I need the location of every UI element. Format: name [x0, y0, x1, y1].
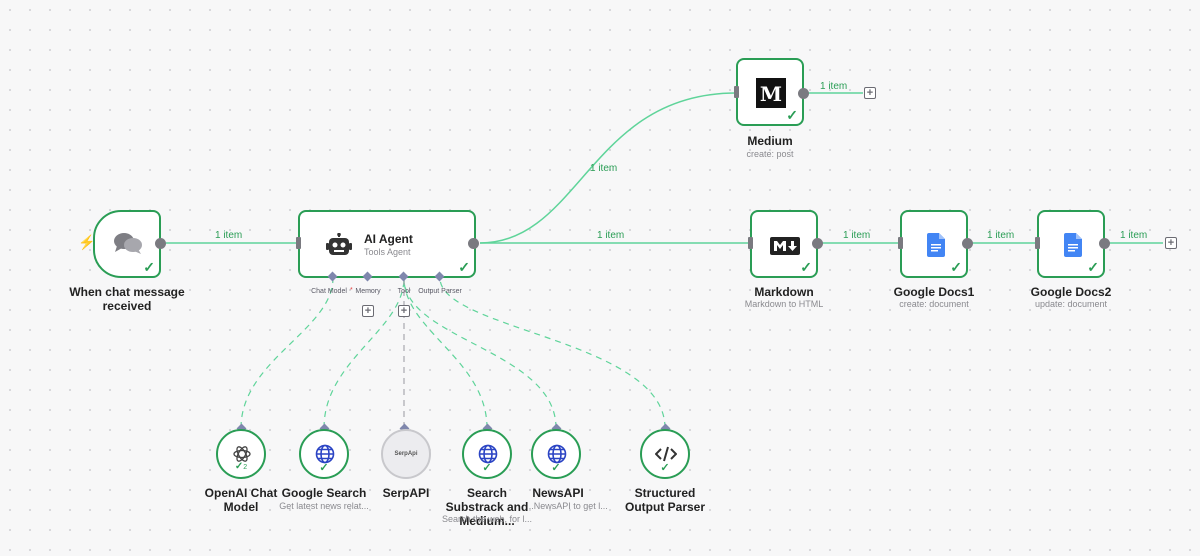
wire-google-search-tool: [323, 277, 405, 429]
required-marker: *: [350, 287, 353, 294]
add-node-after-medium-button[interactable]: +: [864, 87, 876, 99]
markdown-node[interactable]: ✓: [750, 210, 818, 278]
item-count-docs1-docs2: 1 item: [987, 230, 1015, 241]
item-count-medium: 1 item: [820, 81, 848, 92]
google-docs2-label: Google Docs2: [1030, 285, 1112, 299]
add-tool-button[interactable]: +: [398, 305, 410, 317]
google-docs-icon: [926, 232, 946, 258]
wire-substack-tool: [403, 277, 488, 429]
google-docs-icon: [1063, 232, 1083, 258]
success-check-icon: ✓: [800, 259, 812, 275]
item-count-agent-medium: 1 item: [590, 163, 618, 174]
google-docs1-subtitle: create: document: [899, 299, 969, 309]
svg-text:M: M: [760, 82, 782, 106]
google-docs1-label: Google Docs1: [893, 285, 975, 299]
newsapi-subtitle: ...NewsAPI to get l...: [526, 501, 608, 511]
medium-node[interactable]: M ✓: [736, 58, 804, 126]
success-check-icon: ✓: [143, 259, 155, 275]
markdown-label: Markdown: [754, 285, 814, 299]
serpapi-node[interactable]: SerpApi: [381, 429, 431, 479]
chat-trigger-node[interactable]: ✓: [93, 210, 161, 278]
google-search-subtitle: Get latest news relat...: [279, 501, 369, 511]
search-substack-node[interactable]: ✓: [462, 429, 512, 479]
item-count-agent-markdown: 1 item: [597, 230, 625, 241]
ai-agent-node[interactable]: AI Agent Tools Agent ✓: [298, 210, 476, 278]
medium-output-port[interactable]: [798, 88, 809, 99]
structured-output-parser-node[interactable]: ✓: [640, 429, 690, 479]
google-docs1-output-port[interactable]: [962, 238, 973, 249]
success-check-icon: ✓: [786, 107, 798, 123]
google-docs1-input-port[interactable]: [898, 237, 903, 249]
openai-chat-model-node[interactable]: ✓2: [216, 429, 266, 479]
add-memory-button[interactable]: +: [362, 305, 374, 317]
memory-port-label: Memory: [355, 288, 381, 295]
google-search-node[interactable]: ✓: [299, 429, 349, 479]
serpapi-logo: SerpApi: [394, 451, 418, 457]
markdown-subtitle: Markdown to HTML: [744, 299, 824, 309]
google-docs2-subtitle: update: document: [1034, 299, 1108, 309]
ai-agent-title: AI Agent: [364, 232, 413, 246]
google-search-label: Google Search: [281, 486, 367, 500]
success-check-icon: ✓: [950, 259, 962, 275]
google-docs2-input-port[interactable]: [1035, 237, 1040, 249]
markdown-input-port[interactable]: [748, 237, 753, 249]
output-parser-port-label: Output Parser: [418, 288, 462, 295]
serpapi-label: SerpAPI: [382, 486, 430, 500]
item-count-markdown-docs1: 1 item: [843, 230, 871, 241]
item-count-trigger-agent: 1 item: [215, 230, 243, 241]
success-check-icon: ✓2: [234, 461, 248, 472]
ai-agent-subtitle: Tools Agent: [364, 247, 411, 257]
tool-port-label: Tool: [397, 288, 411, 295]
wire-newsapi-tool: [403, 277, 557, 429]
newsapi-label: NewsAPI: [532, 486, 584, 500]
robot-icon: [326, 232, 352, 258]
run-count-badge: 2: [243, 464, 248, 471]
ai-agent-input-port[interactable]: [296, 237, 301, 249]
openai-icon: [231, 443, 253, 465]
google-docs2-output-port[interactable]: [1099, 238, 1110, 249]
google-docs1-node[interactable]: ✓: [900, 210, 968, 278]
medium-logo-icon: M: [756, 78, 786, 108]
wire-openai-chatmodel: [240, 277, 334, 429]
chat-trigger-output-port[interactable]: [155, 238, 166, 249]
wire-parser-output: [439, 277, 666, 429]
globe-icon: [314, 443, 336, 465]
success-check-icon: ✓: [482, 462, 492, 474]
success-check-icon: ✓: [319, 462, 329, 474]
item-count-docs2: 1 item: [1120, 230, 1148, 241]
newsapi-node[interactable]: ✓: [531, 429, 581, 479]
markdown-icon: [770, 236, 800, 256]
globe-icon: [477, 443, 499, 465]
structured-output-parser-label: Structured Output Parser: [624, 486, 705, 514]
medium-input-port[interactable]: [734, 86, 739, 98]
trigger-bolt-icon: ⚡: [78, 234, 96, 250]
markdown-output-port[interactable]: [812, 238, 823, 249]
google-docs2-node[interactable]: ✓: [1037, 210, 1105, 278]
wire-agent-medium: [479, 92, 737, 244]
chat-model-port-label: Chat Model: [311, 288, 347, 295]
globe-icon: [546, 443, 568, 465]
medium-label: Medium: [747, 134, 793, 148]
code-icon: [655, 444, 677, 464]
add-node-after-docs2-button[interactable]: +: [1165, 237, 1177, 249]
search-substack-subtitle: Search the web, for l...: [441, 514, 533, 524]
ai-agent-output-port[interactable]: [468, 238, 479, 249]
success-check-icon: ✓: [458, 259, 470, 275]
chat-trigger-label: When chat message received: [69, 285, 185, 313]
chat-bubbles-icon: [111, 230, 145, 258]
openai-chat-model-label: OpenAI Chat Model: [204, 486, 278, 514]
success-check-icon: ✓: [660, 462, 670, 474]
success-check-icon: ✓: [1087, 259, 1099, 275]
search-substack-label: Search Substrack and Medium...: [445, 486, 529, 528]
success-check-icon: ✓: [551, 462, 561, 474]
medium-subtitle: create: post: [746, 149, 794, 159]
